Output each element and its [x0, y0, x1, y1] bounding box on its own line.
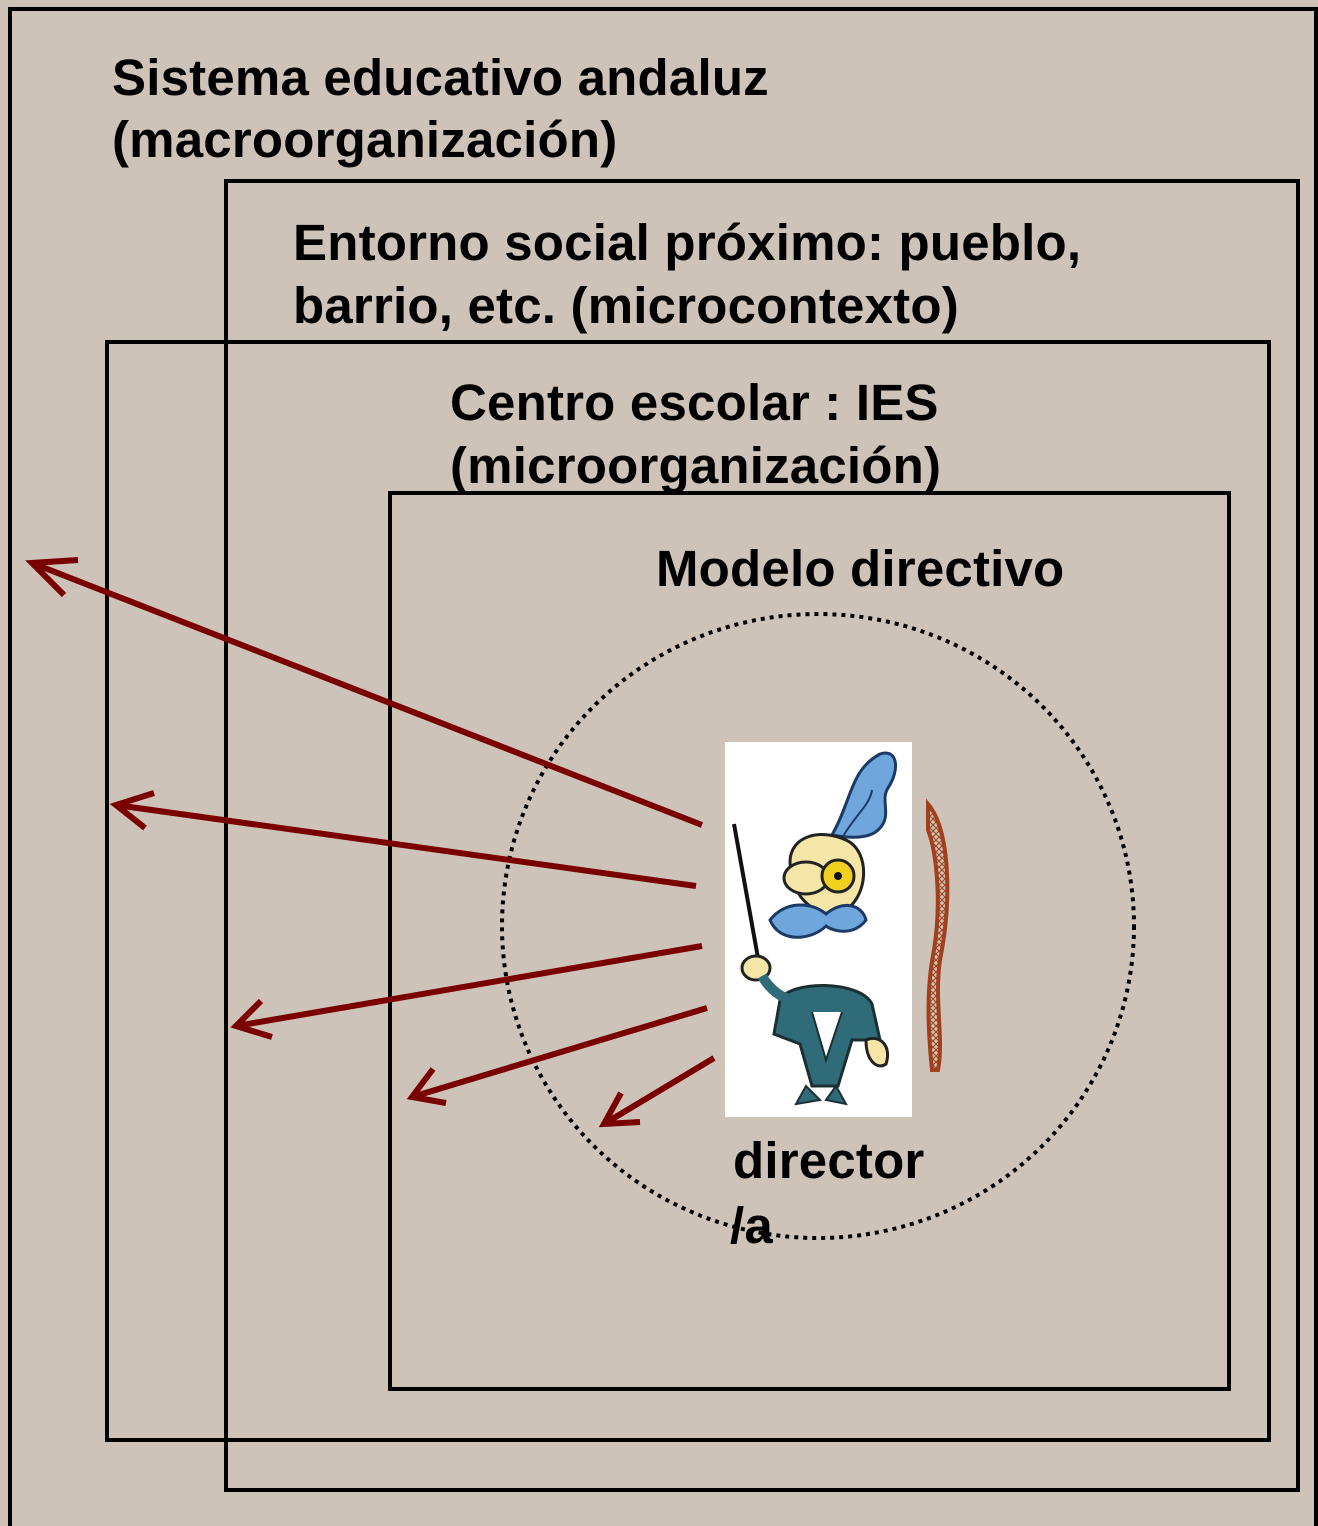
- entorno-social-sublabel: barrio, etc. (microcontexto): [293, 277, 959, 334]
- sistema-educativo-label: Sistema educativo andaluz: [112, 49, 769, 106]
- frame-entorno-social: [224, 179, 1300, 1492]
- entorno-social-label: Entorno social próximo: pueblo,: [293, 214, 1082, 271]
- director-influence-circle: [500, 612, 1136, 1240]
- arrow-to-sistema: [25, 557, 704, 828]
- director-suffix-label: /a: [730, 1197, 773, 1254]
- arrow-to-entorno: [230, 943, 703, 1040]
- director-label: director: [733, 1132, 925, 1189]
- centro-escolar-sublabel: (microorganización): [450, 437, 942, 494]
- arrow-to-centro: [109, 790, 697, 889]
- frame-centro-escolar: [105, 340, 1271, 1442]
- conductor-cartoon-icon: [725, 742, 912, 1117]
- modelo-directivo-label: Modelo directivo: [656, 540, 1065, 597]
- influence-arrows: [25, 557, 716, 1128]
- centro-escolar-label: Centro escolar : IES: [450, 374, 939, 431]
- arrow-to-centro-inner: [406, 1005, 708, 1106]
- sistema-educativo-sublabel: (macroorganización): [112, 111, 618, 168]
- curved-arrow-icon: [926, 798, 950, 1072]
- frame-modelo-directivo: [388, 491, 1231, 1391]
- frame-sistema-educativo: [8, 7, 1318, 1526]
- arrow-to-modelo: [598, 1055, 716, 1128]
